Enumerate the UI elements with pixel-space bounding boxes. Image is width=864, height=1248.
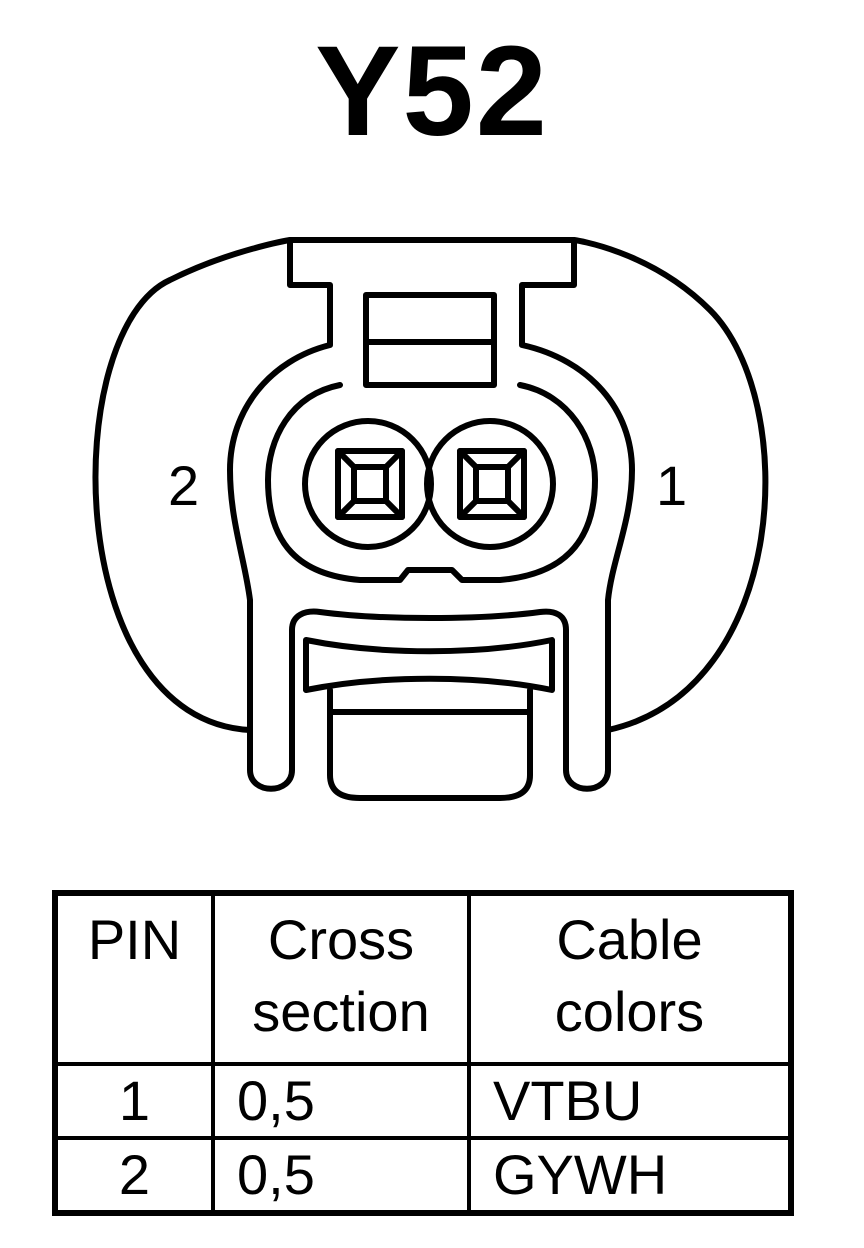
pin-label-left: 2 (168, 454, 199, 517)
plug-collar (303, 637, 555, 693)
table-row: 2 0,5 GYWH (53, 1136, 793, 1215)
header-cable-colors: Cable colors (467, 891, 793, 1066)
pin-2-ring (302, 418, 434, 550)
cell-pin: 2 (53, 1136, 215, 1215)
pin-cavity-outline (265, 382, 598, 583)
pin-2-terminal-bevels (335, 448, 405, 520)
connector-title: Y52 (315, 20, 549, 163)
cell-cross-section: 0,5 (211, 1062, 471, 1140)
header-pin: PIN (53, 891, 215, 1066)
pin-2-terminal-inner (351, 464, 389, 504)
cell-pin: 1 (53, 1062, 215, 1140)
plug-tab (327, 687, 533, 801)
pin-2-terminal-outer (335, 448, 405, 520)
latch-outline-right (519, 237, 635, 792)
table-row: 1 0,5 VTBU (53, 1062, 793, 1140)
table-header-row: PIN Cross section Cable colors (53, 891, 793, 1066)
pin-1-terminal-bevels (457, 448, 527, 520)
cell-cable-color: VTBU (467, 1062, 793, 1140)
cell-cross-section: 0,5 (211, 1136, 471, 1215)
latch-window (363, 292, 497, 388)
latch-outline (227, 237, 333, 792)
pin-1-terminal-outer (457, 448, 527, 520)
pin-label-right: 1 (656, 454, 687, 517)
pin-1-terminal-inner (473, 464, 511, 504)
pin-assignment-table: PIN Cross section Cable colors 1 0,5 VTB… (52, 890, 794, 1216)
cell-cable-color: GYWH (467, 1136, 793, 1215)
connector-diagram: 2 1 (92, 237, 769, 801)
header-cross-section: Cross section (211, 891, 471, 1066)
plug-body-outline (289, 608, 569, 693)
pin-1-ring (424, 418, 556, 550)
